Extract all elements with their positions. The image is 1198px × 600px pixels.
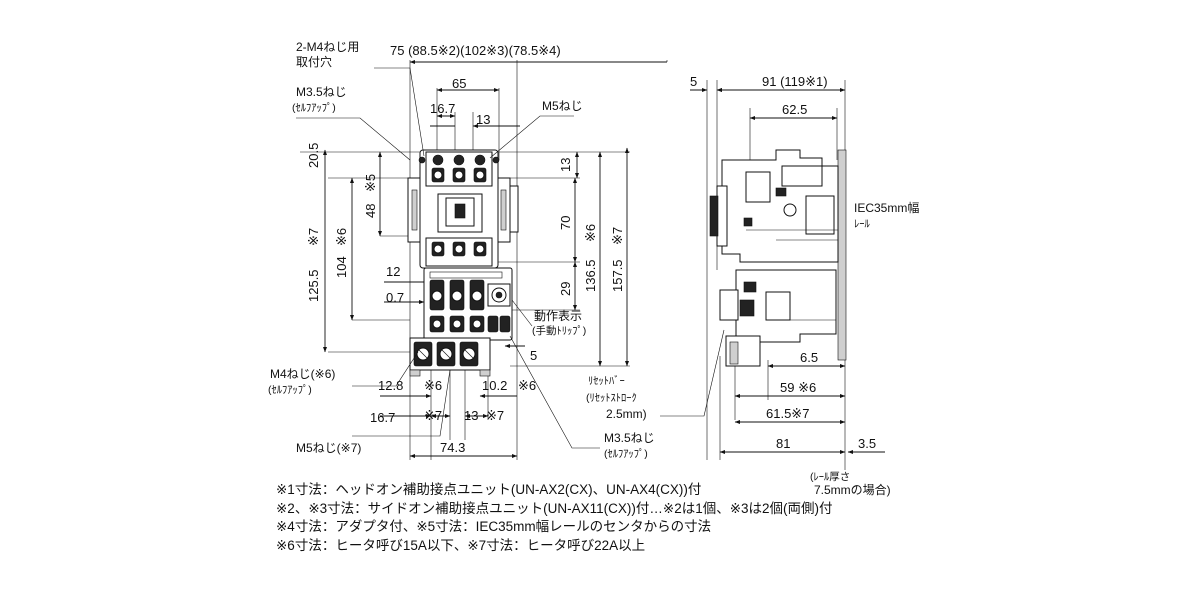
footnote-1: ※1寸法：ヘッドオン補助接点ユニット(UN-AX2(CX)、UN-AX4(CX)… — [276, 482, 702, 497]
m35-top-label-2: (ｾﾙﾌｱｯﾌﾟ) — [292, 102, 336, 114]
m4-s6-label: M4ねじ(※6) — [270, 367, 335, 381]
dim-20-5: 20.5 — [306, 143, 321, 168]
dim-16-7-bottom: 16.7 — [370, 410, 395, 425]
dim-157-5: 157.5 — [610, 259, 625, 292]
rail-label-2: ﾚｰﾙ — [854, 218, 871, 230]
m5-s7-label: M5ねじ(※7) — [296, 441, 361, 455]
dim-s6-left: ※6 — [334, 228, 349, 246]
reset-bar-label-3: 2.5mm) — [606, 407, 647, 421]
dim-81: 81 — [776, 436, 790, 451]
rail-label: IEC35mm幅 — [854, 200, 919, 215]
dim-61-5: 61.5※7 — [766, 406, 809, 421]
reset-bar-label: ﾘｾｯﾄﾊﾞｰ — [588, 375, 625, 387]
rail-thickness-label: (ﾚｰﾙ厚さ — [810, 471, 850, 483]
dim-136-5: 136.5 — [583, 259, 598, 292]
m35-top-label: M3.5ねじ — [296, 85, 347, 99]
dim-s5: ※5 — [363, 174, 378, 192]
dim-s7-right: ※7 — [610, 227, 625, 245]
m4-mount-label-2: 取付穴 — [296, 54, 332, 69]
contactor-side — [709, 149, 839, 263]
dim-13-bottom: 13 — [464, 408, 478, 423]
dim-16-7: 16.7 — [430, 101, 455, 116]
reset-bar-label-2: (ﾘｾｯﾄｽﾄﾛｰｸ — [586, 392, 637, 404]
dim-s6-bottom-b: ※6 — [518, 378, 536, 393]
dim-5-front: 5 — [530, 348, 537, 363]
dim-6-5: 6.5 — [800, 350, 818, 365]
dim-s6-bottom-a: ※6 — [424, 378, 442, 393]
dim-s6-right: ※6 — [583, 224, 598, 242]
dim-0-7: 0.7 — [386, 290, 404, 305]
footnote-3: ※4寸法：アダプタ付、※5寸法：IEC35mm幅レールのセンタからの寸法 — [276, 519, 712, 535]
footnote-4: ※6寸法：ヒータ呼び15A以下、※7寸法：ヒータ呼び22A以上 — [276, 537, 646, 553]
m4-mount-label: 2-M4ねじ用 — [296, 40, 359, 54]
indicator-label: 動作表示 — [534, 309, 582, 323]
m35-bottom-label-2: (ｾﾙﾌｱｯﾌﾟ) — [604, 448, 648, 460]
m5-top-label: M5ねじ — [542, 99, 583, 113]
dim-91: 91 (119※1) — [762, 74, 828, 89]
dim-13-right: 13 — [558, 158, 573, 172]
dim-5-side: 5 — [690, 74, 697, 89]
overload-relay-front — [423, 267, 513, 341]
dim-s7-left: ※7 — [306, 228, 321, 246]
footnotes: ※1寸法：ヘッドオン補助接点ユニット(UN-AX2(CX)、UN-AX4(CX)… — [276, 481, 833, 555]
m4-s6-label-2: (ｾﾙﾌｱｯﾌﾟ) — [268, 384, 312, 396]
dim-74-3: 74.3 — [440, 440, 465, 455]
dim-12: 12 — [386, 264, 400, 279]
dim-62-5: 62.5 — [782, 102, 807, 117]
dim-s7-bottom-a: ※7 — [424, 408, 442, 423]
m35-bottom-label: M3.5ねじ — [604, 431, 655, 445]
overload-relay-side — [719, 269, 837, 367]
dim-s7-bottom-b: ※7 — [486, 408, 504, 423]
dim-13: 13 — [476, 112, 490, 127]
dim-104: 104 — [334, 256, 349, 278]
side-view — [660, 80, 885, 470]
indicator-label-2: (手動ﾄﾘｯﾌﾟ) — [532, 324, 586, 337]
dim-70: 70 — [558, 216, 573, 230]
din-rail — [837, 149, 847, 361]
dim-59: 59 ※6 — [780, 380, 816, 395]
dim-125-5: 125.5 — [306, 269, 321, 302]
dim-overall-width: 75 (88.5※2)(102※3)(78.5※4) — [390, 43, 561, 58]
dim-10-2: 10.2 — [482, 378, 507, 393]
dim-12-8: 12.8 — [378, 378, 403, 393]
dim-48: 48 — [363, 204, 378, 218]
footnote-2: ※2、※3寸法：サイドオン補助接点ユニット(UN-AX11(CX))付…※2は1… — [276, 500, 833, 516]
front-view — [296, 59, 668, 460]
contactor-front — [407, 149, 519, 269]
rail-thickness-label-2: 7.5mmの場合) — [814, 482, 891, 497]
dim-65: 65 — [452, 76, 466, 91]
dim-29: 29 — [558, 282, 573, 296]
dim-3-5: 3.5 — [858, 436, 876, 451]
